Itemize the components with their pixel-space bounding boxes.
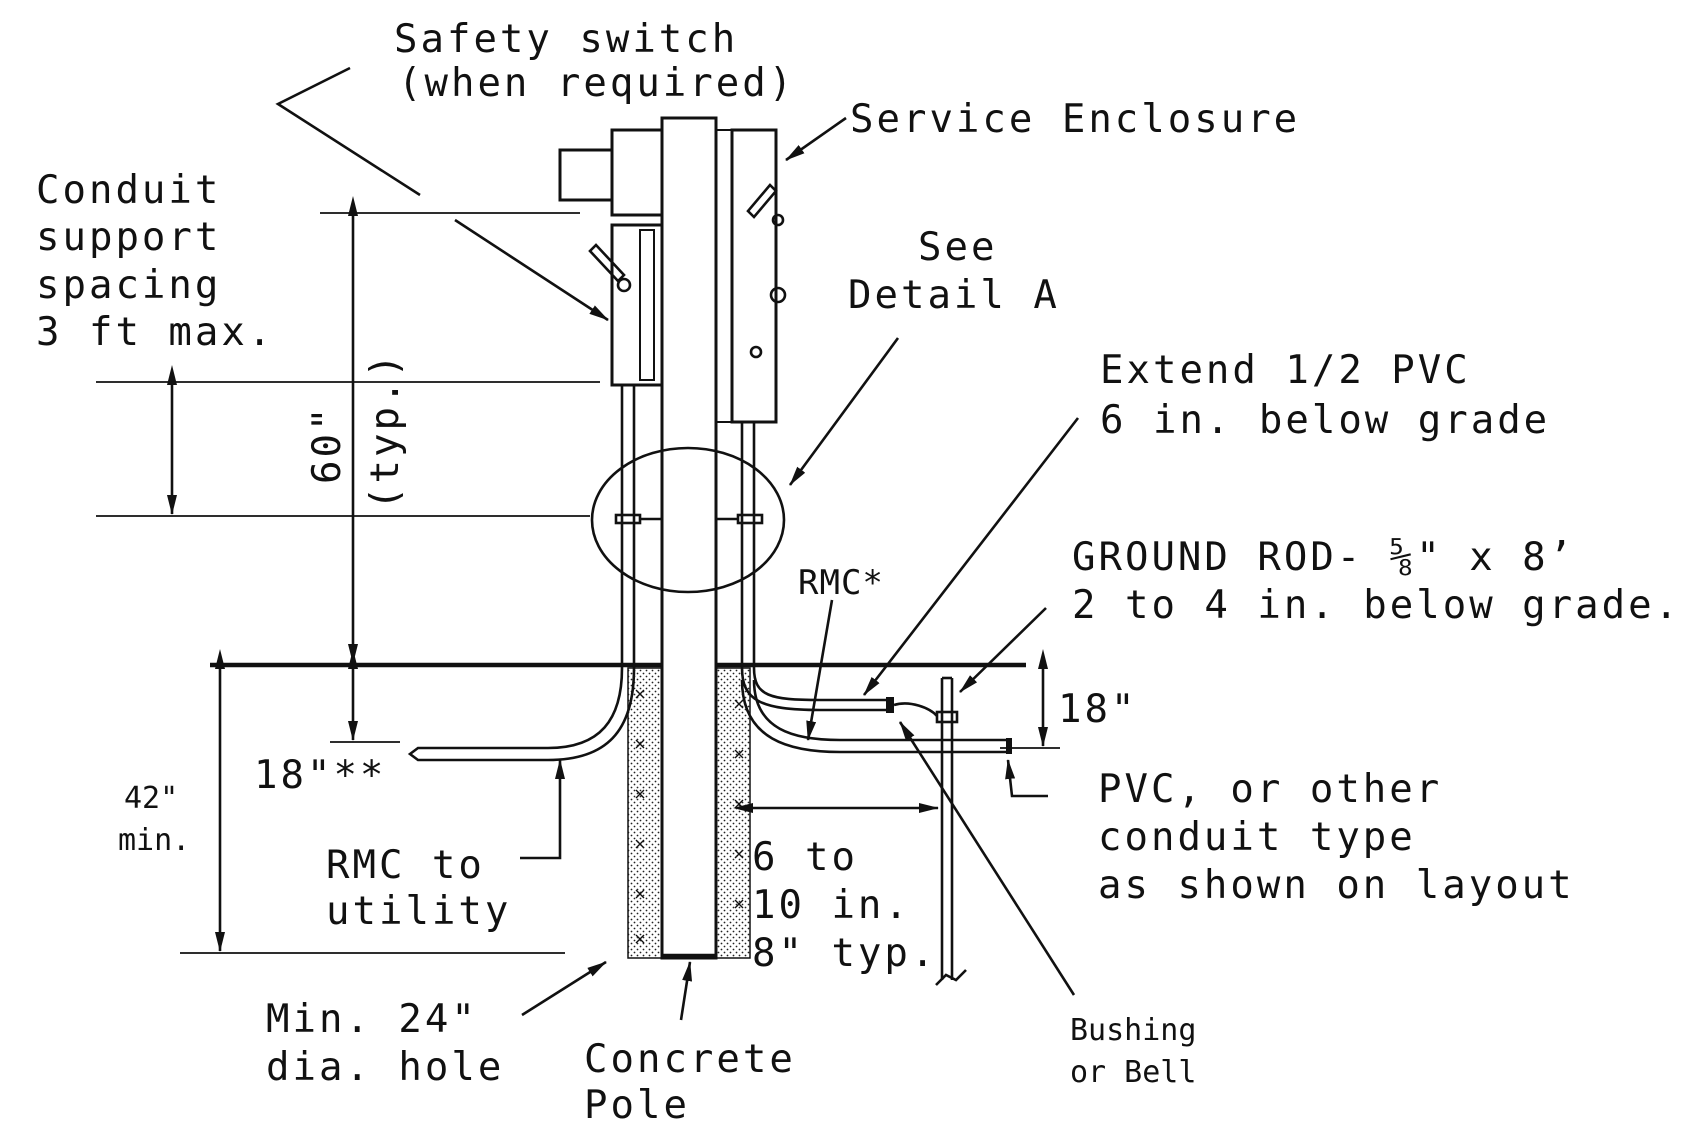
label-as-shown: as shown on layout (1098, 863, 1575, 908)
label-min-24: Min. 24" (266, 997, 478, 1042)
leaders (275, 66, 1080, 1021)
label-see: See (918, 225, 997, 270)
concrete-backfill-left (627, 667, 663, 959)
dim-18-right (1000, 649, 1060, 749)
label-ground-rod-depth: 2 to 4 in. below grade. (1072, 583, 1681, 628)
label-utility: utility (326, 889, 511, 934)
label-3ft-max: 3 ft max. (36, 310, 274, 355)
label-detail-a: Detail A (848, 273, 1060, 318)
bushing (886, 697, 1012, 754)
label-dim-42: 42" (124, 781, 178, 816)
label-when-required: (when required) (398, 61, 795, 106)
label-ground-rod: GROUND ROD- ⅝" x 8’ (1072, 535, 1575, 580)
label-6-to: 6 to (752, 835, 858, 880)
label-service-enclosure: Service Enclosure (850, 97, 1300, 142)
safety-switch-handle-box (558, 148, 614, 202)
label-8-typ: 8" typ. (752, 931, 937, 976)
detail-a-circle (590, 446, 786, 594)
label-support: support (36, 215, 221, 260)
label-conduit-type: conduit type (1098, 815, 1416, 860)
label-pvc-other: PVC, or other (1098, 767, 1442, 812)
label-10-in: 10 in. (752, 883, 911, 928)
label-or-bell: or Bell (1070, 1055, 1196, 1090)
dim-support-spacing (96, 365, 600, 517)
safety-switch-inner (639, 229, 655, 381)
safety-switch-handle (588, 243, 632, 293)
conduit-strap (614, 513, 764, 525)
label-safety-switch: Safety switch (394, 17, 738, 62)
label-dia-hole: dia. hole (266, 1045, 504, 1090)
label-conduit: Conduit (36, 168, 221, 213)
concrete-backfill-right (715, 667, 751, 959)
label-rmc-to: RMC to (326, 843, 485, 888)
label-dim-min: min. (118, 823, 190, 858)
dim-42 (180, 649, 565, 954)
label-rmc-star: RMC* (798, 563, 884, 603)
label-dim-typ: (typ.) (363, 351, 408, 510)
ground-rod (893, 676, 967, 986)
label-extend-pvc: Extend 1/2 PVC (1100, 348, 1471, 393)
safety-switch-upper-box (610, 128, 664, 217)
service-enclosure-handle (746, 183, 787, 359)
label-dim-18-star: 18"** (254, 753, 386, 798)
concrete-pole (660, 116, 718, 960)
label-concrete: Concrete (584, 1037, 796, 1082)
conduits-vertical (620, 385, 756, 668)
service-enclosure-inner (715, 129, 733, 423)
label-dim-60: 60" (305, 405, 350, 484)
dim-60 (320, 196, 580, 664)
label-pole: Pole (584, 1083, 690, 1122)
service-enclosure-box (730, 128, 778, 424)
label-below-grade: 6 in. below grade (1100, 398, 1550, 443)
label-spacing: spacing (36, 263, 221, 308)
dim-18-star (330, 649, 400, 743)
label-bushing: Bushing (1070, 1013, 1196, 1048)
left-rmc-bend (407, 667, 636, 762)
label-dim-18-right: 18" (1058, 687, 1137, 732)
